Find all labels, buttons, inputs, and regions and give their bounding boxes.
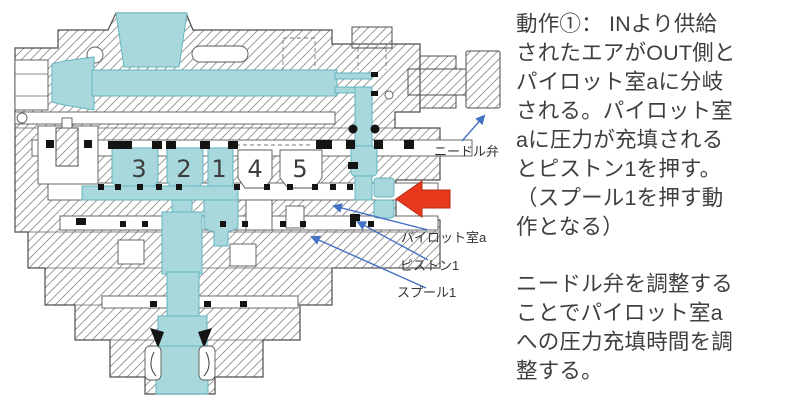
main-air-gallery [91, 69, 338, 97]
top-port-funnel [115, 12, 188, 68]
leader-arrows [310, 114, 486, 289]
part-labels: ニードル弁 パイロット室a ピストン1 スプール1 [397, 144, 499, 300]
pilot-chamber-a-pocket [373, 177, 395, 198]
operation-step-1-text: 動作①： INより供給 されたエアがOUT側と パイロット室aに分岐 される。パ… [516, 12, 736, 239]
pilot-chamber-label: パイロット室a [401, 230, 487, 245]
needle-valve-adjust-text: ニードル弁を調整する ことでパイロット室a への圧力充填時間を調 整する。 [516, 272, 734, 383]
piston-leader [356, 221, 429, 261]
chamber-number-1: 1 [211, 155, 226, 183]
chamber-number-4: 4 [247, 155, 262, 183]
chamber-number-3: 3 [131, 155, 146, 183]
pilot-feed-passage [354, 86, 373, 201]
seal-dots [46, 72, 414, 348]
valve-diagram-svg: 3 2 1 4 5 ニードル弁 パイロット室a ピストン1 スプール1 [14, 12, 501, 395]
red-highlight-arrow [395, 180, 451, 218]
spool-1-passage [161, 211, 203, 275]
lip-seals [144, 90, 394, 381]
description-text-panel: 動作①： INより供給 されたエアがOUT側と パイロット室aに分岐 される。パ… [516, 10, 794, 386]
chamber-number-2: 2 [176, 155, 191, 183]
pilot-chamber-leader [332, 203, 429, 231]
spool-leader [310, 235, 427, 289]
piston-label: ピストン1 [400, 258, 459, 273]
needle-valve-label: ニードル弁 [434, 144, 499, 159]
spool-label: スプール1 [397, 285, 456, 300]
needle-ball [384, 90, 394, 100]
in-port-passage [51, 56, 95, 111]
needle-valve-leader [461, 114, 486, 142]
valve-cross-section-diagram: 3 2 1 4 5 ニードル弁 パイロット室a ピストン1 スプール1 [14, 12, 501, 395]
chamber-numbers: 3 2 1 4 5 [131, 155, 307, 183]
needle-valve-assembly [55, 26, 501, 167]
chamber-number-5: 5 [292, 155, 307, 183]
